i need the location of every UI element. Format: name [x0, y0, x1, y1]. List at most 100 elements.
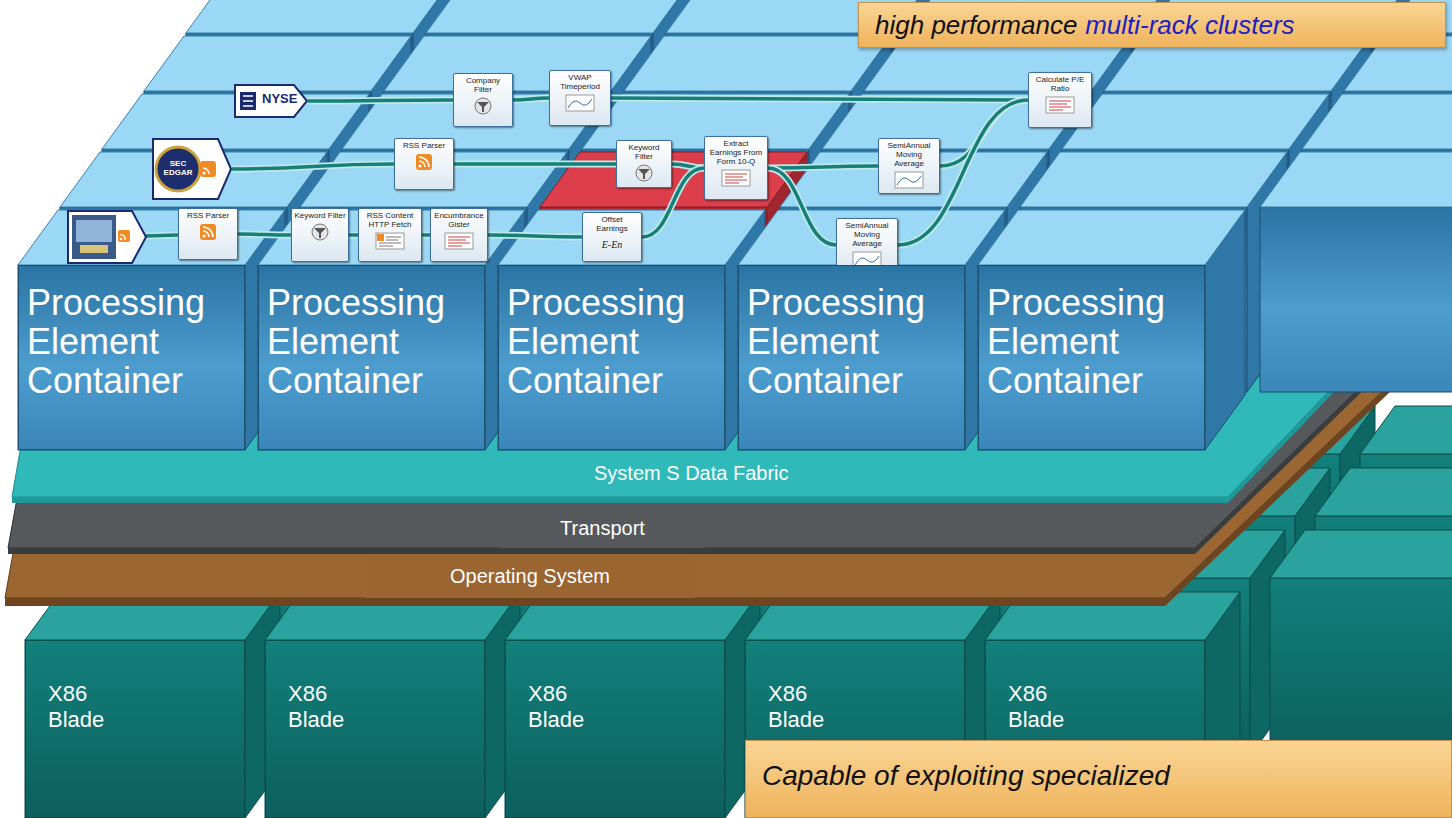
data-stream-line	[422, 233, 430, 237]
blade-box	[505, 592, 760, 818]
fabric-band-edge	[12, 497, 1228, 503]
data-stream	[768, 168, 836, 245]
node-label: Extract Earnings From Form 10-Q	[707, 140, 765, 167]
data-stream-glow	[768, 166, 878, 168]
node-label: NYSE	[262, 84, 308, 114]
tile-box	[498, 210, 765, 450]
layer-label: System S Data Fabric	[590, 461, 793, 485]
callout-box: high performance multi-rack clusters	[858, 2, 1446, 48]
blade-server: X86 Blade	[25, 640, 245, 818]
data-stream	[768, 166, 878, 168]
data-stream	[488, 235, 582, 237]
node-label: SemiAnnual Moving Average	[839, 222, 895, 249]
operator-icon	[373, 232, 407, 250]
node-label: X86 Blade	[288, 681, 360, 734]
layer-label: Operating System	[365, 556, 695, 598]
source-picture	[76, 220, 112, 242]
operator-box: VWAP Timeperiod	[549, 70, 611, 126]
node-label: Transport	[506, 516, 699, 540]
processing-element-container: Processing Element Container	[498, 265, 725, 450]
rss-symbol	[120, 235, 125, 240]
operator-box: SemiAnnual Moving Average	[878, 138, 940, 194]
processing-element-container: Processing Element Container	[258, 265, 485, 450]
stream-wire	[146, 235, 178, 236]
processing-element-container: Processing Element Container	[738, 265, 965, 450]
tile-box	[18, 210, 285, 450]
data-stream-glow	[768, 168, 836, 245]
data-stream-glow	[454, 161, 616, 168]
node-label: RSS Parser	[181, 212, 235, 221]
data-stream-line	[232, 164, 394, 169]
node-label: Calculate P/E Ratio	[1031, 76, 1089, 94]
node-label: RSS Content HTTP Fetch	[361, 212, 419, 230]
node-label: Offset Earnings	[585, 216, 639, 234]
node-label: Keyword Filter	[619, 144, 669, 162]
node-label: System S Data Fabric	[594, 461, 789, 485]
source-shape	[68, 211, 146, 263]
node-label: high performance	[875, 10, 1077, 40]
data-stream	[611, 98, 1028, 100]
operator-box: Keyword Filter	[616, 140, 672, 188]
operator-box: RSS Parser	[394, 138, 454, 190]
node-label: Company Filter	[456, 77, 510, 95]
node-label: Processing Element Container	[987, 284, 1196, 401]
data-stream-glow	[349, 232, 358, 239]
node-label: X86 Blade	[768, 681, 840, 734]
operator-box: Company Filter	[453, 73, 513, 127]
blade-server: X86 Blade	[265, 640, 485, 818]
data-stream	[308, 100, 453, 101]
operator-icon	[892, 171, 926, 189]
data-stream-glow	[422, 232, 430, 239]
blade-box	[265, 592, 520, 818]
node-label: Encumbrance Gister	[433, 212, 485, 230]
data-stream-line	[349, 233, 358, 237]
blade-box	[1270, 530, 1452, 756]
data-stream-line	[238, 234, 291, 235]
data-stream	[422, 235, 430, 236]
operator-box: Keyword Filter	[291, 208, 349, 262]
data-stream-glow	[611, 98, 1028, 100]
operator-box: Extract Earnings From Form 10-Q	[704, 136, 768, 200]
node-label: Operating System	[371, 564, 689, 588]
node-label: multi-rack clusters	[1085, 10, 1294, 40]
data-stream-glow	[488, 235, 582, 237]
blade-server: X86 Blade	[505, 640, 725, 818]
operator-box: SemiAnnual Moving Average	[836, 218, 898, 272]
processing-element-container: Processing Element Container	[18, 265, 245, 450]
operator-icon	[191, 223, 225, 241]
tile-box	[1260, 152, 1452, 392]
rss-symbol	[120, 238, 123, 241]
transport-band-edge	[8, 548, 1195, 554]
node-label: VWAP Timeperiod	[552, 74, 608, 92]
stream-wire	[146, 235, 178, 236]
operator-icon	[466, 97, 500, 115]
data-stream-glow	[308, 100, 453, 101]
operator-icon	[442, 232, 476, 250]
data-stream-line	[454, 162, 616, 166]
data-stream-glow	[513, 98, 549, 100]
node-label: X86 Blade	[528, 681, 600, 734]
node-label: X86 Blade	[48, 681, 120, 734]
data-stream	[513, 98, 549, 100]
operator-icon	[1043, 96, 1077, 114]
node-label: SEC EDGAR	[157, 159, 199, 177]
operator-icon	[563, 94, 597, 112]
data-stream-line	[768, 168, 836, 245]
video-source	[68, 211, 178, 263]
node-label: Processing Element Container	[507, 284, 716, 401]
node-label: Processing Element Container	[27, 284, 236, 401]
node-label: Keyword Filter	[294, 212, 346, 221]
operator-icon	[303, 223, 337, 241]
node-label: SemiAnnual Moving Average	[881, 142, 937, 169]
operator-box: Calculate P/E Ratio	[1028, 72, 1092, 128]
operator-icon	[627, 164, 661, 182]
os-band-edge	[5, 598, 1165, 606]
data-stream	[349, 235, 358, 236]
node-label: Capable of exploiting specialized	[762, 759, 1435, 793]
operator-box: RSS Content HTTP Fetch	[358, 208, 422, 262]
data-stream	[454, 164, 616, 165]
data-stream-glow	[232, 164, 394, 169]
operator-icon	[719, 169, 753, 187]
data-stream-line	[488, 235, 582, 237]
layer-label: Transport	[500, 508, 705, 548]
